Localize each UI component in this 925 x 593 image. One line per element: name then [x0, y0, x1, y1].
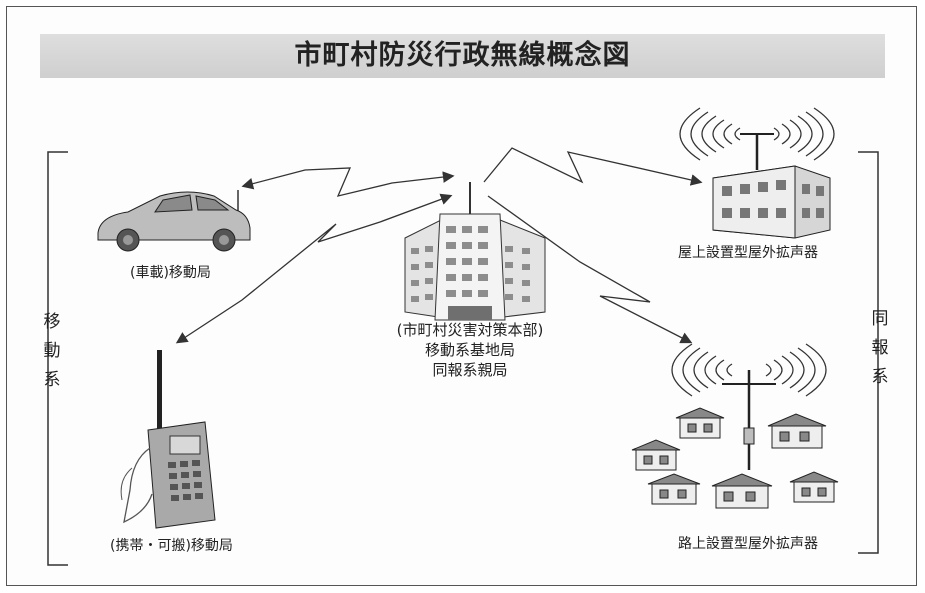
- link-rooftop: [483, 147, 703, 186]
- parent-station-label: 同報系親局: [432, 361, 508, 379]
- group-label-char: 報: [871, 338, 889, 358]
- headquarters-label: (市町村災害対策本部) 移動系基地局 同報系親局: [370, 320, 570, 380]
- left-bracket: [47, 151, 68, 566]
- handheld-radio-icon: [120, 350, 216, 529]
- right-bracket: [858, 151, 879, 554]
- diagram-title: 市町村防災行政無線概念図: [294, 40, 631, 71]
- headquarters-name: (市町村災害対策本部): [396, 321, 544, 339]
- handheld-station-label: (携帯・可搬)移動局: [110, 538, 233, 554]
- link-roadside: [487, 195, 693, 344]
- group-label-char: 移: [43, 312, 61, 332]
- roadside-speaker-pole-icon: [671, 343, 827, 470]
- link-car: [241, 167, 455, 197]
- title-band: [40, 34, 885, 78]
- group-label-char: 同: [871, 309, 889, 329]
- group-label-broadcast: 同 報 系: [869, 305, 891, 392]
- rooftop-speaker-label: 屋上設置型屋外拡声器: [678, 245, 818, 261]
- group-label-char: 系: [871, 367, 889, 387]
- car-station-label: (車載)移動局: [130, 265, 211, 281]
- headquarters-building-icon: [404, 182, 546, 321]
- group-label-char: 系: [43, 370, 61, 390]
- rooftop-speaker-building-icon: [679, 107, 835, 239]
- group-label-mobile: 移 動 系: [41, 308, 63, 395]
- base-station-label: 移動系基地局: [424, 341, 515, 359]
- houses-icon: [631, 407, 839, 509]
- roadside-speaker-label: 路上設置型屋外拡声器: [678, 536, 818, 552]
- link-handheld: [175, 193, 453, 344]
- car-icon: [97, 190, 251, 252]
- group-label-char: 動: [43, 341, 61, 361]
